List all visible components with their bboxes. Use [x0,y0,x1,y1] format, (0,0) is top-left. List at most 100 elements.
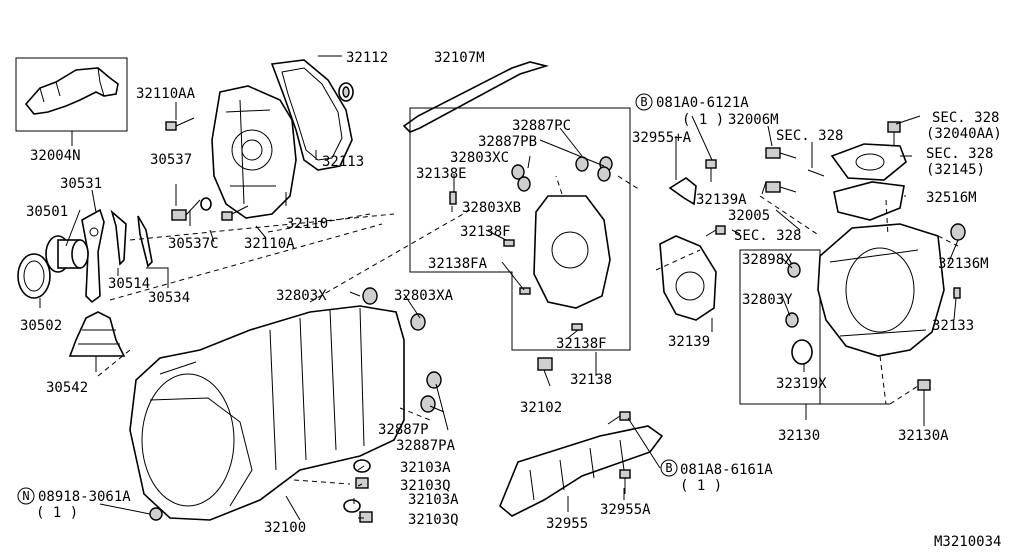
label-32955: 32955 [546,516,588,532]
bolt-symbol-081A0: B [635,93,653,111]
transmission-case-32100 [129,305,405,521]
strip-32107M [402,61,549,133]
release-bearing-30501 [45,235,89,273]
label-32110A: 32110A [244,236,295,252]
label-30502: 30502 [20,318,62,334]
plug-32103Q-bottom [359,511,373,523]
label-sec328-d: SEC. 328 [734,228,801,244]
plug-32103Q-top [355,477,369,489]
gasket-32112 [270,59,353,171]
diagram-id: M3210034 [934,534,1001,550]
label-32319X: 32319X [776,376,827,392]
label-32113: 32113 [322,154,364,170]
bush-32803XC [511,164,525,180]
cover-32145 [830,143,907,181]
label-32803X: 32803X [276,288,327,304]
bracket-32955A-plus [668,177,697,206]
block-32102 [537,357,553,371]
bush-32887PA [426,371,442,389]
label-30537C: 30537C [168,236,219,252]
label-32103A-top: 32103A [400,460,451,476]
rear-housing-32130 [817,223,945,357]
bolt-081A8 [607,411,631,425]
washer-30537C [200,197,212,211]
label-32110: 32110 [286,216,328,232]
bearing-32319X [791,339,813,365]
bolt-081A0 [705,159,717,182]
boot-30542 [68,311,126,357]
label-32139: 32139 [668,334,710,350]
label-32887P: 32887P [378,422,429,438]
switch-32006M [765,147,797,159]
spring-30534 [137,215,153,268]
nut-08918 [149,507,163,521]
label-32112: 32112 [346,50,388,66]
gasket-32139 [659,235,717,321]
ring-30502 [17,253,51,299]
label-32005: 32005 [728,208,770,224]
label-sec328-a: SEC. 328 [776,128,843,144]
label-081A0-6121A: 081A0-6121A [656,95,749,111]
bush-32803X [362,287,378,305]
label-32138E: 32138E [416,166,467,182]
label-32107M: 32107M [434,50,485,66]
gasket-32516M [833,181,905,221]
pin-32138F-bottom [571,323,583,331]
stud-30537 [171,199,201,226]
label-30537: 30537 [150,152,192,168]
pin-32138FA [519,287,531,295]
label-30531: 30531 [60,176,102,192]
label-32138FA: 32138FA [428,256,488,272]
label-32139A: 32139A [696,192,747,208]
label-081A8-qty: ( 1 ) [680,478,722,494]
bush-32803Y [785,312,799,328]
seal-32113 [338,82,354,102]
label-081A8-6161A: 081A8-6161A [680,462,773,478]
bush-32803XC-2 [517,176,531,192]
label-32004N: 32004N [30,148,81,164]
release-fork-30531 [81,208,105,304]
label-32955A: 32955A [600,502,651,518]
bush-32803XA [410,313,426,331]
label-32516M: 32516M [926,190,977,206]
case-bell-opening [141,373,235,507]
bolt-symbol-081A8: B [660,459,678,477]
label-30514: 30514 [108,276,150,292]
bush-32887P [420,395,436,413]
svg-text:N: N [22,489,29,503]
adapter-plate-32138 [533,195,611,309]
bolt-32139A [705,225,726,237]
label-sec328-c: SEC. 328 [926,146,993,162]
label-32803Y: 32803Y [742,292,793,308]
label-32040AA: (32040AA) [926,126,1002,142]
label-32103A-bottom: 32103A [408,492,459,508]
label-32138F-top: 32138F [460,224,511,240]
switch-32005 [765,181,797,193]
label-32887PB: 32887PB [478,134,537,150]
box-32138 [409,107,631,351]
nut-symbol-08918: N [17,487,35,505]
label-30542: 30542 [46,380,88,396]
label-32136M: 32136M [938,256,989,272]
svg-text:B: B [665,461,672,475]
label-32955-plus-A: 32955+A [632,130,692,146]
bolt-32955A [619,469,631,494]
label-32130: 32130 [778,428,820,444]
label-32887PA: 32887PA [396,438,456,454]
label-30501: 30501 [26,204,68,220]
bolt-32110AA [165,117,195,131]
label-08918-qty: ( 1 ) [36,505,78,521]
bush-32887PB-2 [597,166,611,182]
label-32006M: 32006M [728,112,779,128]
bolt-32130A [917,379,931,406]
front-cover-32110 [211,85,297,219]
bolt-32040AA [887,121,901,146]
label-32100: 32100 [264,520,306,536]
label-30534: 30534 [148,290,190,306]
label-32130A: 32130A [898,428,949,444]
label-08918-3061A: 08918-3061A [38,489,131,505]
svg-text:B: B [640,95,647,109]
label-32102: 32102 [520,400,562,416]
washer-32103A-bottom [343,499,361,513]
